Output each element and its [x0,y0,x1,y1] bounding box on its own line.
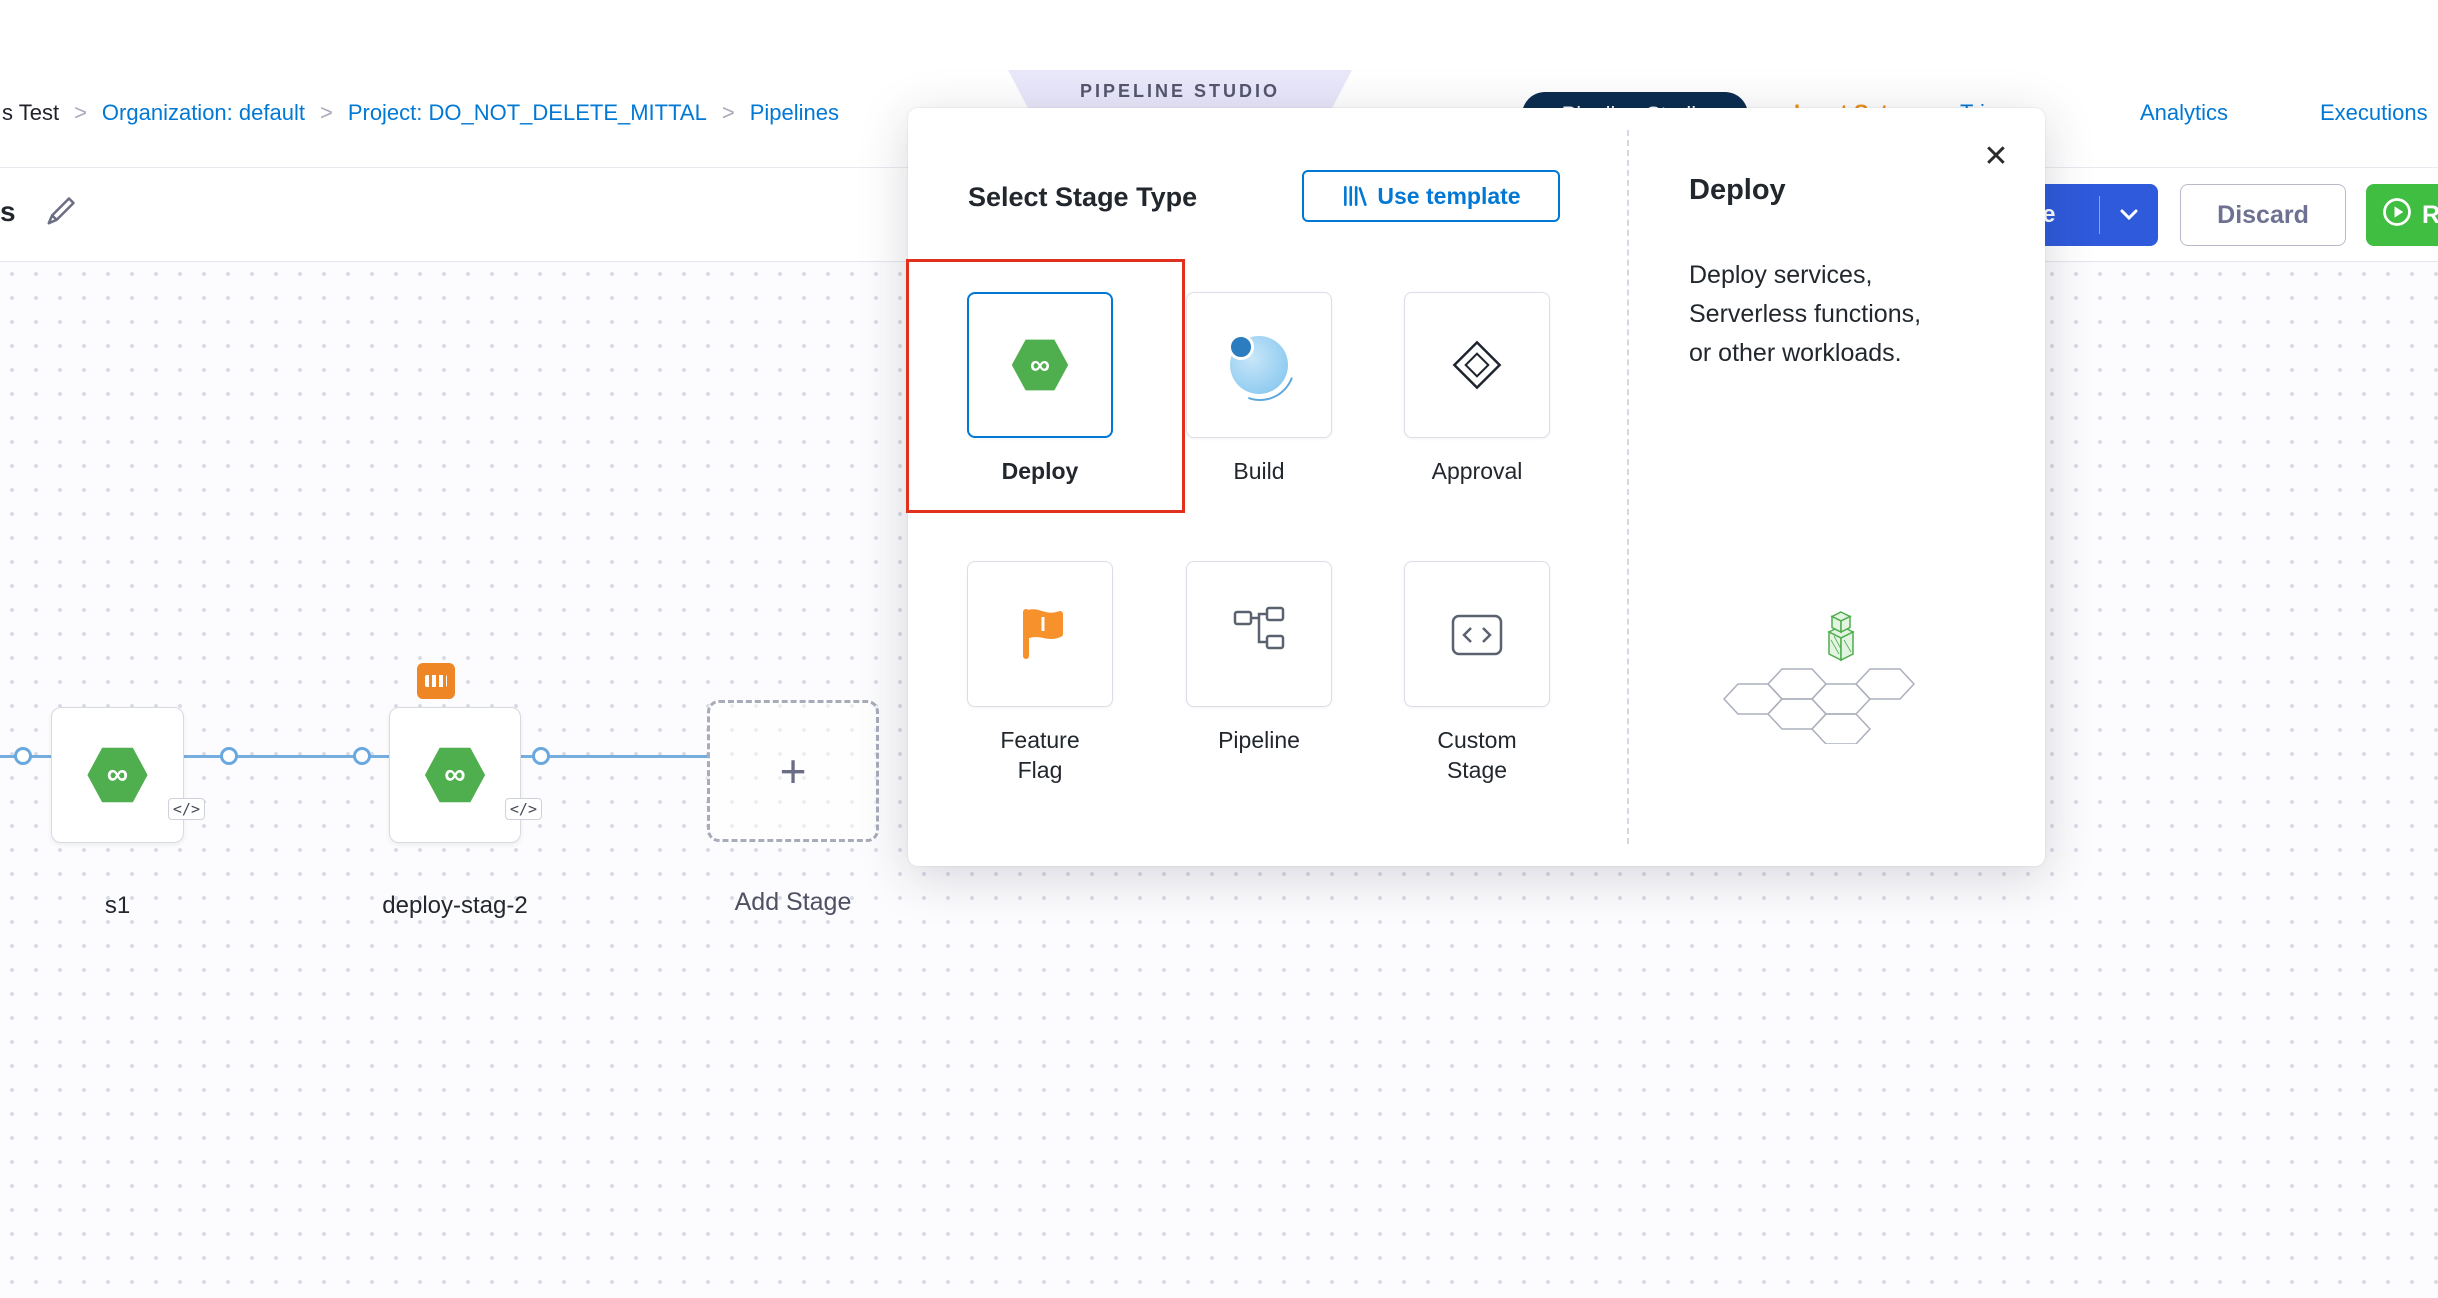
stage-type-card-feature-flag[interactable] [967,561,1113,707]
stage-type-card-pipeline[interactable] [1186,561,1332,707]
plus-icon: + [779,745,807,797]
run-button[interactable]: Run [2366,184,2438,246]
stage-node-deploy-stag-2[interactable]: ∞ </> [389,707,542,843]
pipeline-chain-icon [1233,606,1285,650]
stage-type-modal: Select Stage Type Use template ✕ ∞ [908,108,2045,866]
tab-analytics[interactable]: Analytics [2140,100,2229,125]
detail-panel-title: Deploy [1689,174,1786,206]
connector-port [532,747,550,765]
save-split-divider [2099,196,2100,234]
breadcrumb-separator: > [721,100,735,125]
feature-flag-icon [1023,609,1063,659]
stage-type-card-build[interactable] [1186,292,1332,438]
deploy-hexagon-icon: ∞ [424,747,486,803]
stage-type-label-custom-stage: Custom Stage [1437,727,1517,783]
stage-type-label-approval: Approval [1431,458,1523,484]
play-circle-icon [2382,197,2412,234]
stage-label-deploy-stag-2: deploy-stag-2 [382,892,528,919]
breadcrumb-separator: > [319,100,333,125]
stage-node-s1[interactable]: ∞ </> [51,707,205,843]
approval-stamp-icon [1452,340,1502,390]
run-button-label: Run [2422,200,2438,229]
detail-panel-description: Deploy services, Serverless functions, o… [1689,261,1922,367]
edit-pencil-icon[interactable] [42,194,78,230]
deploy-hexagon-icon: ∞ [1011,339,1069,391]
breadcrumb-separator: > [74,100,87,125]
stage-type-label-build: Build [1233,458,1285,484]
breadcrumb-pipelines[interactable]: Pipelines [749,100,839,125]
stage-label-s1: s1 [104,892,131,919]
modal-divider [1627,130,1629,844]
stage-type-card-custom[interactable] [1404,561,1550,707]
connector-port [220,747,238,765]
pipeline-edge [521,755,707,758]
stage-type-label-deploy: Deploy [1001,458,1079,484]
breadcrumb-project[interactable]: Project: DO_NOT_DELETE_MITTAL [347,100,707,125]
pipeline-name-fragment: s [0,196,16,227]
stage-code-toggle[interactable]: </> [167,798,205,820]
add-stage-button[interactable]: + [707,700,879,842]
use-template-label: Use template [1377,182,1521,209]
stage-type-label-feature-flag: Feature Flag [1000,727,1080,783]
stage-type-label-pipeline: Pipeline [1218,727,1300,753]
close-icon[interactable]: ✕ [1983,139,2009,173]
stage-badge-detail [425,675,447,687]
discard-button[interactable]: Discard [2180,184,2346,246]
modal-title: Select Stage Type [968,182,1198,212]
tab-executions[interactable]: Executions [2320,100,2428,125]
use-template-button[interactable]: Use template [1302,170,1560,222]
deploy-hexagon-icon: ∞ [87,747,148,803]
connector-port [14,747,32,765]
stage-code-toggle[interactable]: </> [504,798,542,820]
pipeline-studio-tag: PIPELINE STUDIO [1008,70,1352,112]
breadcrumb: s Test > Organization: default > Project… [2,98,839,128]
stage-type-card-deploy[interactable]: ∞ [967,292,1113,438]
breadcrumb-organization[interactable]: Organization: default [101,100,305,125]
breadcrumb-account[interactable]: s Test [2,100,60,125]
build-ci-icon [1228,334,1288,394]
stage-type-card-approval[interactable] [1404,292,1550,438]
add-stage-label: Add Stage [734,888,852,916]
custom-stage-icon [1451,614,1503,656]
stage-badge-icon [417,663,455,699]
connector-port [353,747,371,765]
pipeline-edge [184,755,389,758]
chevron-down-icon[interactable] [2100,184,2158,246]
deploy-illustration [1698,604,1948,749]
template-library-icon [1344,186,1368,206]
